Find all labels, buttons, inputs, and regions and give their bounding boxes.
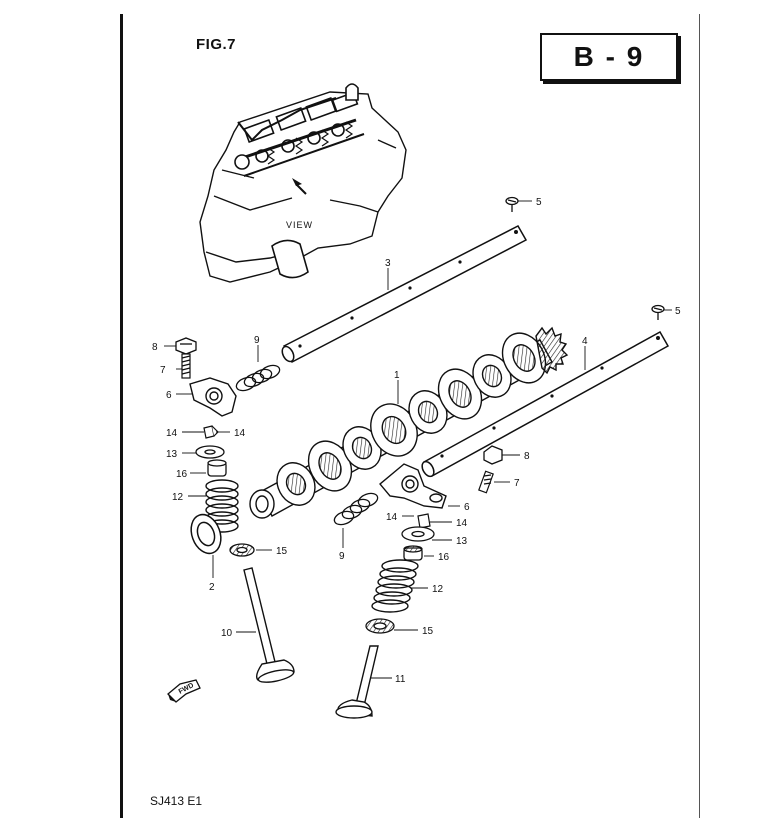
- forward-arrow-icon: FWD: [167, 679, 201, 703]
- retainer-right: [401, 526, 435, 542]
- rocker-arm-left: [189, 377, 237, 417]
- callout-14-left-b: 14: [234, 428, 246, 439]
- callout-11: 11: [395, 674, 406, 685]
- adjusting-screw-right: [478, 470, 494, 494]
- oil-seal-left: [190, 513, 222, 555]
- callout-14-left-a: 14: [166, 428, 178, 439]
- adjusting-screw-left: [181, 353, 191, 379]
- callout-10: 10: [221, 628, 233, 639]
- callout-8-left: 8: [152, 342, 158, 353]
- rocker-shaft-upper: [281, 225, 528, 364]
- callout-7-left: 7: [160, 365, 166, 376]
- callout-9-left: 9: [254, 335, 260, 346]
- callout-5-lower: 5: [675, 306, 681, 317]
- page-border-right: [699, 14, 700, 818]
- valve-stem-seal-right: [403, 545, 423, 561]
- valve-spring-inner-left: [235, 364, 281, 392]
- exhaust-valve: [335, 645, 379, 719]
- valve-stem-seal-left: [207, 459, 227, 477]
- callout-13-left: 13: [166, 449, 178, 460]
- valve-spring-inner-center: [333, 492, 379, 526]
- callout-14-right-b: 14: [456, 518, 468, 529]
- inset-camshaft-end: [271, 239, 309, 279]
- callout-8-right: 8: [524, 451, 530, 462]
- callout-16-right: 16: [438, 552, 450, 563]
- callout-5-upper: 5: [536, 197, 542, 208]
- callout-3: 3: [385, 258, 391, 269]
- screw-upper: [505, 196, 519, 212]
- callout-6-left: 6: [166, 390, 172, 401]
- retainer-left: [195, 445, 225, 459]
- page-code: B - 9: [573, 41, 645, 72]
- callout-14-right-a: 14: [386, 512, 398, 523]
- callout-9-center: 9: [339, 551, 345, 562]
- valve-spring-outer-left: [205, 479, 239, 533]
- screw-lower: [651, 304, 665, 320]
- adjusting-nut-left: [175, 337, 197, 355]
- spring-seat-right: [365, 618, 395, 634]
- spring-seat-left: [229, 543, 255, 557]
- valve-spring-outer-right: [371, 559, 419, 613]
- view-arrow-icon: [292, 178, 302, 186]
- model-code: SJ413 E1: [150, 794, 203, 808]
- callout-6-right: 6: [464, 502, 470, 513]
- page-code-box: B - 9: [540, 33, 678, 81]
- callout-12-right: 12: [432, 584, 444, 595]
- leader-lines: [164, 200, 672, 679]
- adjusting-nut-right: [483, 445, 503, 465]
- view-label: VIEW: [286, 220, 313, 230]
- camshaft: [249, 326, 569, 519]
- callout-1: 1: [394, 370, 400, 381]
- callout-numbers: 1 2 3 4 5 5 6 6 7 7 8 8 9 9 10 11 12 12 …: [152, 197, 681, 685]
- rocker-arm-right: [379, 463, 447, 509]
- inset-springs: [266, 121, 354, 165]
- callout-15-left: 15: [276, 546, 288, 557]
- figure-title: FIG.7: [196, 36, 237, 53]
- callout-16-left: 16: [176, 469, 188, 480]
- callout-2: 2: [209, 582, 215, 593]
- valve-cotter-right: [417, 513, 431, 529]
- callout-15-right: 15: [422, 626, 434, 637]
- callout-7-right: 7: [514, 478, 520, 489]
- intake-valve: [243, 567, 295, 683]
- callout-12-left: 12: [172, 492, 184, 503]
- valve-cotter-left: [203, 425, 219, 439]
- view-arrow-shaft: [295, 183, 307, 195]
- inset-rocker-assembly: [234, 83, 365, 177]
- engine-inset: [199, 83, 407, 283]
- callout-4: 4: [582, 336, 588, 347]
- page-border-left: [120, 14, 123, 818]
- callout-13-right: 13: [456, 536, 468, 547]
- rocker-shaft-lower: [421, 330, 670, 478]
